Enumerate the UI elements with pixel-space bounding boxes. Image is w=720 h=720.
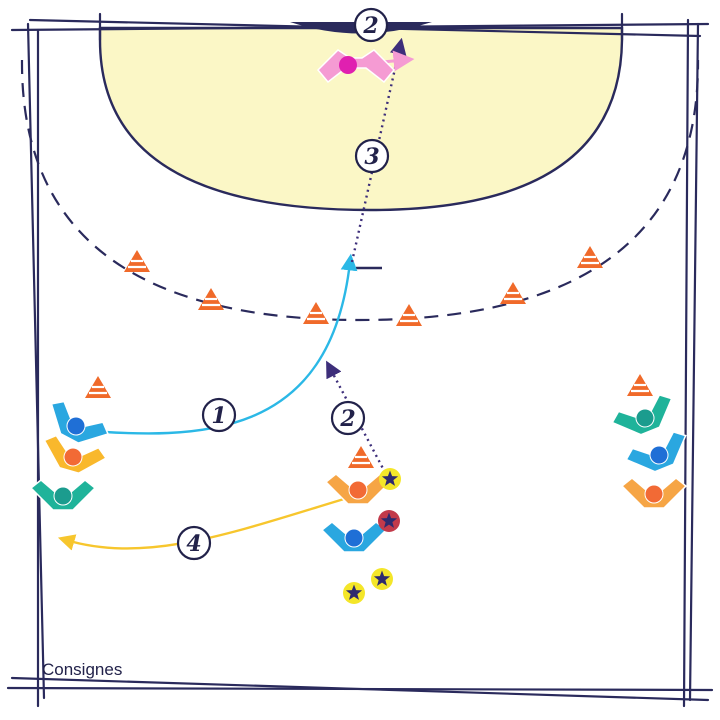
player-chevron-icon [50,400,110,444]
step-badge-2-bottom: 2 [330,400,366,436]
caption-text: Consignes [42,660,123,679]
pass-arrow-2 [326,360,390,479]
goal-area [98,26,624,212]
player-chevron-icon [320,521,388,553]
step-badge-3: 3 [354,138,390,174]
step-label-4: 4 [186,531,201,557]
cone-icon [627,374,653,396]
step-badge-4: 4 [176,525,212,561]
cone-icon [500,282,526,304]
cone-icon [124,250,150,272]
player-chevron-icon [43,434,108,475]
cone-icon [303,302,329,324]
cone-icon [577,246,603,268]
star-ball-icon [343,582,365,604]
balls-group [343,468,401,604]
step-badge-1: 1 [201,397,237,433]
goalkeeper [316,49,396,84]
player-chevron-icon [625,431,687,473]
step-label-2-bottom: 2 [339,406,355,432]
cone-icon [198,288,224,310]
cone-icon [396,304,422,326]
cone-icon [348,446,374,468]
cone-icon [85,376,111,398]
star-ball-icon [371,568,393,590]
player-chevron-icon [324,473,392,505]
star-ball-icon [378,510,400,532]
run-arrow-1 [75,253,358,435]
step-label-3: 3 [364,144,379,170]
player-chevron-icon [611,394,673,436]
players-group [29,394,688,553]
player-chevron-icon [29,479,97,511]
step-label-2-top: 2 [362,13,378,39]
free-throw-line [20,59,700,322]
step-badge-2-top: 2 [353,7,389,43]
player-chevron-icon [620,477,688,509]
star-ball-icon [379,468,401,490]
pass-arrow-3 [350,37,407,263]
step-label-1: 1 [211,403,226,429]
cones-group [85,246,653,468]
